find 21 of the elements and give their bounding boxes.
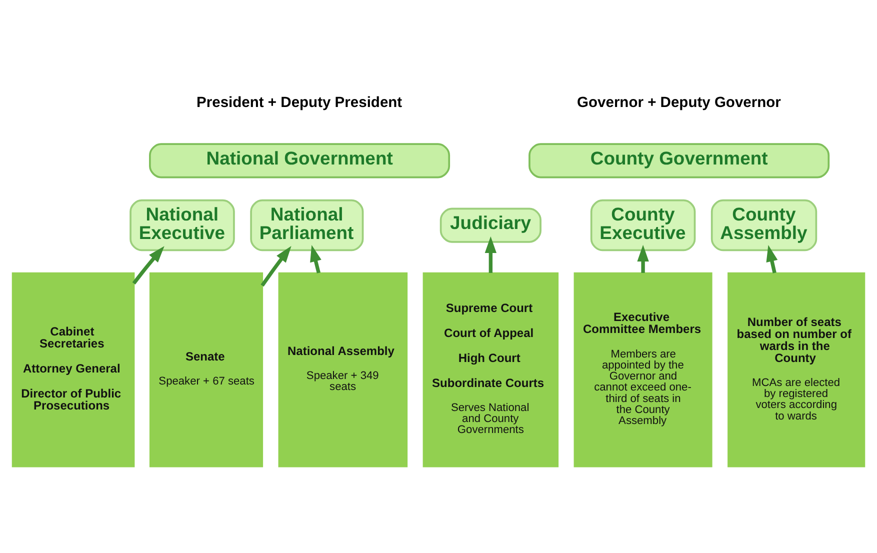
arrow: [132, 246, 164, 284]
arrow: [310, 244, 322, 273]
arrow: [637, 244, 649, 272]
node-box: Supreme Court Court of Appeal High Court Subordinate Courts Serves National and County Governments: [422, 272, 559, 467]
node-label: Governor + Deputy Governor: [577, 94, 781, 110]
node-box: Judiciary: [440, 207, 542, 242]
node-box: Executive Committee Members Members are appointed by the Governor and cannot exceed one-third of seats in the County Assembly: [574, 272, 712, 467]
node-box: National Government: [149, 142, 450, 178]
node-box: National Assembly Speaker + 349 seats: [278, 272, 408, 467]
node-box: Number of seats based on number of wards in the County MCAs are elected by registered voters according to wards: [728, 272, 866, 467]
node-box: County Executive: [590, 198, 696, 251]
node-box: National Parliament: [250, 198, 364, 251]
arrow: [260, 246, 292, 286]
node-box: County Government: [528, 142, 830, 178]
node-label: President + Deputy President: [196, 94, 402, 110]
node-box: County Assembly: [710, 198, 818, 251]
node-box: Senate Speaker + 67 seats: [149, 272, 264, 467]
arrow: [766, 244, 778, 273]
arrow: [484, 236, 496, 272]
node-box: Cabinet Secretaries Attorney General Director of Public Prosecutions: [12, 272, 135, 467]
node-box: National Executive: [130, 198, 235, 251]
